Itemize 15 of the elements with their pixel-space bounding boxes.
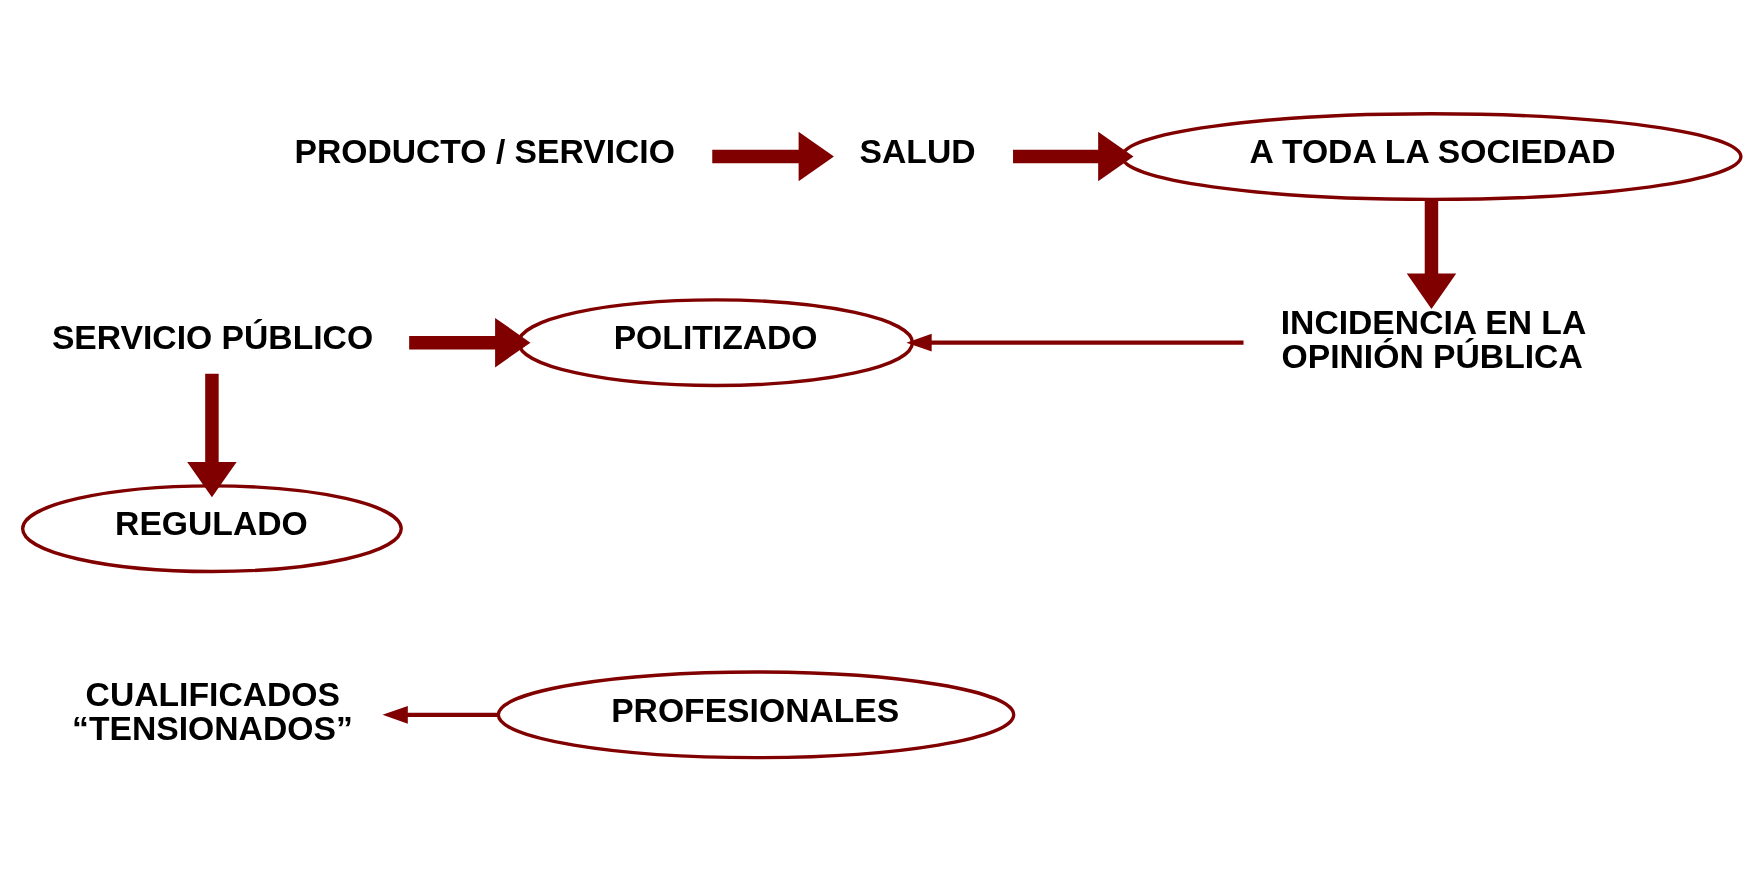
node-text: SALUD: [859, 132, 976, 170]
arrow: [409, 317, 531, 367]
arrow: [1406, 199, 1457, 309]
node-text: PRODUCTO / SERVICIO: [294, 132, 675, 170]
node-ellipse: REGULADO: [20, 483, 403, 573]
arrow: [382, 705, 499, 724]
node-text: SERVICIO PÚBLICO: [51, 318, 374, 356]
node-ellipse: POLITIZADO: [517, 297, 915, 387]
arrow: [712, 131, 834, 181]
arrow: [187, 373, 237, 497]
node-ellipse: PROFESIONALES: [496, 669, 1016, 759]
arrow: [1013, 131, 1134, 181]
node-text: INCIDENCIA EN LA OPINIÓN PÚBLICA: [1280, 303, 1587, 375]
node-text: CUALIFICADOS “TENSIONADOS”: [72, 675, 353, 747]
arrow: [906, 333, 1244, 352]
